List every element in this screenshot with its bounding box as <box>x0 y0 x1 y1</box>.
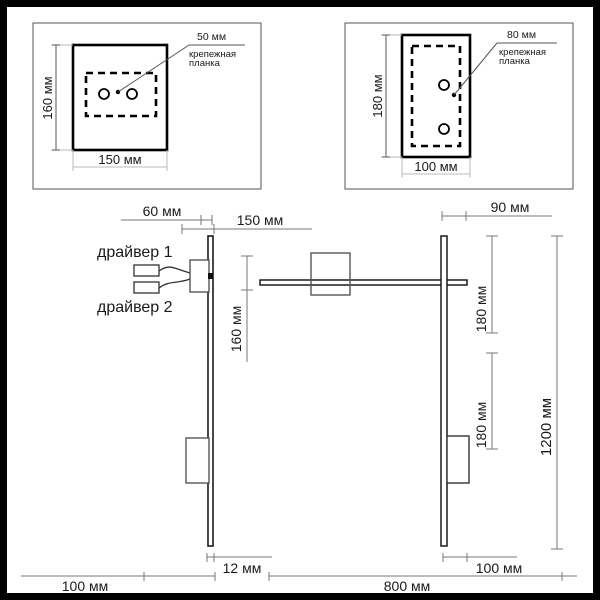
base-offset-100-right-label: 100 мм <box>476 560 523 576</box>
segment-2-label: 180 мм <box>473 402 489 449</box>
side-height-label: 160 мм <box>228 306 244 353</box>
span-800-label: 800 мм <box>384 578 431 593</box>
mounting-hole <box>98 88 110 100</box>
technical-drawing-svg: 50 мм крепежная планка 160 мм 150 мм 80 … <box>21 22 577 593</box>
driver-1-label: драйвер 1 <box>97 244 173 261</box>
mounting-plate-outline <box>71 43 169 152</box>
top-mount-block <box>189 259 210 293</box>
mounting-plate-outline <box>400 33 472 159</box>
plate-height-label: 160 мм <box>40 76 55 119</box>
side-view: 60 мм драйвер 1 драйвер 2 160 мм <box>97 203 253 547</box>
panel-top-right: 80 мм крепежная планка 180 мм 100 мм <box>344 22 574 190</box>
drawing-canvas: 50 мм крепежная планка 160 мм 150 мм 80 … <box>6 6 594 594</box>
driver-2-wire <box>158 278 191 289</box>
offset-dim-label: 90 мм <box>491 199 530 215</box>
base-offset-12-label: 12 мм <box>223 560 262 576</box>
plate-height-label: 180 мм <box>370 74 385 117</box>
bracket-label-line1: крепежная <box>499 47 546 58</box>
base-offset-100-left-label: 100 мм <box>62 578 109 593</box>
bar-connector <box>208 273 213 279</box>
bottom-dimensions: 12 мм 100 мм 100 мм 800 мм <box>21 553 577 593</box>
mounting-hole <box>126 88 138 100</box>
arm-shade-box <box>310 252 351 296</box>
driver-1-box <box>133 264 160 277</box>
bracket-label-line2: планка <box>499 56 531 67</box>
front-view: 150 мм 90 мм 180 мм 180 мм 1200 мм <box>181 199 563 550</box>
plate-width-label: 150 мм <box>98 152 141 167</box>
lower-shade-front <box>446 435 470 484</box>
lamp-arm-horizontal <box>259 279 468 286</box>
panel-top-left: 50 мм крепежная планка 160 мм 150 мм <box>32 22 262 190</box>
bracket-width-label: 80 мм <box>507 29 536 41</box>
lamp-bar-side <box>207 235 214 547</box>
lamp-bar-front <box>440 235 448 547</box>
lower-shade-side <box>185 437 210 484</box>
leader-line <box>117 44 190 93</box>
mounting-hole <box>438 123 450 135</box>
driver-2-label: драйвер 2 <box>97 299 173 316</box>
segment-1-label: 180 мм <box>473 286 489 333</box>
driver-2-box <box>133 281 160 294</box>
bracket-dashed-outline <box>410 44 462 148</box>
mounting-hole <box>438 79 450 91</box>
plate-width-label: 100 мм <box>414 159 457 174</box>
bracket-label-line1: крепежная <box>189 49 236 60</box>
bracket-dashed-outline <box>84 71 158 118</box>
depth-dim-label: 60 мм <box>143 203 182 219</box>
bracket-label-line2: планка <box>189 58 221 69</box>
bracket-width-label: 50 мм <box>197 31 226 43</box>
leader-line <box>453 42 498 96</box>
driver-1-wire <box>158 266 191 274</box>
total-height-label: 1200 мм <box>538 398 555 456</box>
arm-dim-label: 150 мм <box>237 212 284 228</box>
